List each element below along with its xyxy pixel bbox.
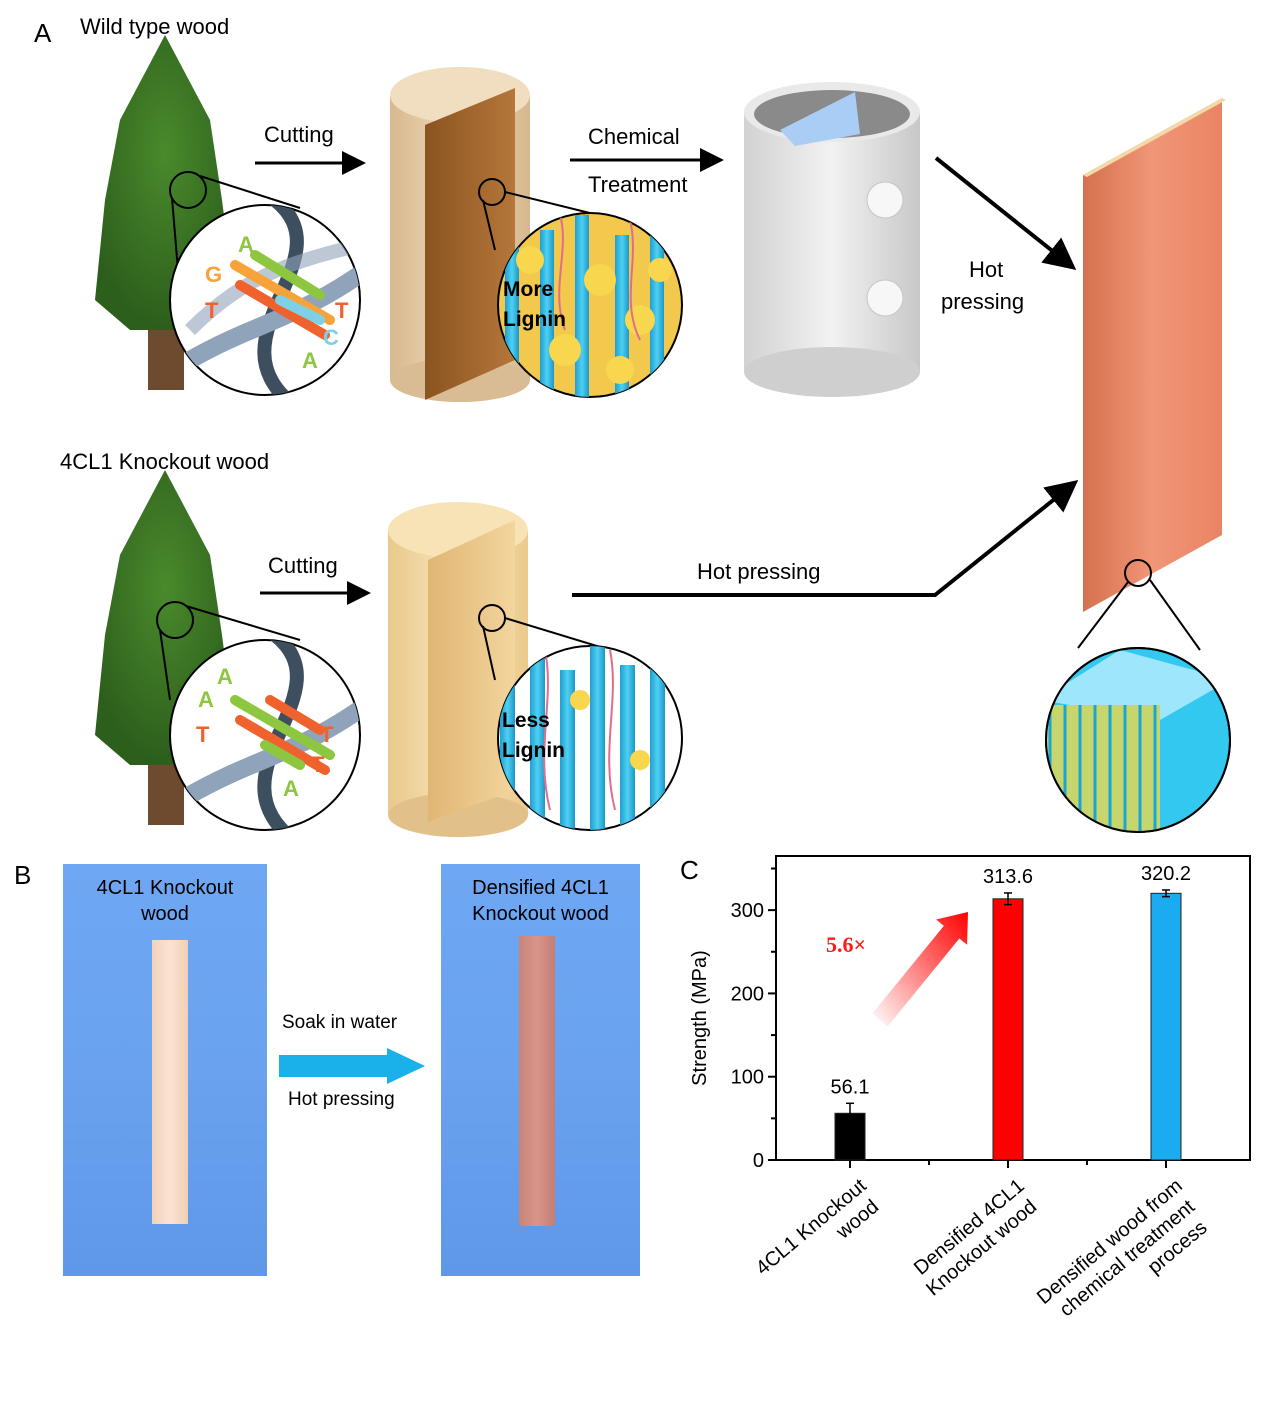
photo-right-caption-1: Densified 4CL1 [472,877,609,899]
dna-letter: T [196,722,210,747]
densified-board-icon [1083,98,1226,612]
hot-pressing-label-b: Hot pressing [288,1089,395,1110]
knockout-title: 4CL1 Knockout wood [60,449,270,474]
wild-type-title: Wild type wood [80,14,230,39]
chemical-label-2: Treatment [588,172,687,197]
dna-letter: T [335,298,349,323]
dna-letter: A [217,664,233,689]
tree-magnifier-bottom [156,601,301,701]
y-axis-label: Strength (MPa) [689,950,711,1086]
hot-pressing-arrow-bottom [572,479,1079,597]
more-lignin-label-2: Lignin [503,308,566,331]
photo-left-caption-1: 4CL1 Knockout [96,877,234,899]
dna-letter: G [205,262,222,287]
cutting-label-bottom: Cutting [268,553,338,578]
wild-log-icon [390,67,530,402]
hot-pressing-top-label-2: pressing [941,289,1024,314]
more-lignin-label-1: More [503,278,553,301]
cutting-label-top: Cutting [264,122,334,147]
data-label: 56.1 [831,1076,870,1098]
less-lignin-label-2: Lignin [502,739,565,762]
panel-b-letter: B [14,860,32,890]
dna-letter: T [205,298,219,323]
soak-arrow-icon [279,1048,425,1084]
bar [1150,892,1182,1161]
panel-a-letter: A [34,18,52,48]
log-magnifier-bottom [478,604,611,681]
bar [992,898,1024,1161]
photo-right-caption-2: Knockout wood [472,903,609,925]
dna-letter: A [198,687,214,712]
hot-pressing-arrow-top [934,156,1077,270]
data-label: 313.6 [983,866,1033,888]
photo-knockout-wood: 4CL1 Knockout wood [63,864,267,1276]
wood-strip-densified [519,936,555,1226]
reactor-vessel-icon [744,82,920,397]
dna-letter: A [238,232,254,257]
hot-pressing-top-label-1: Hot [969,257,1003,282]
fold-increase-annotation: 5.6× [826,932,866,957]
tree-magnifier-top [169,171,301,271]
more-lignin-icon: More Lignin [497,212,683,398]
board-magnifier [1077,559,1201,651]
panel-c-letter: C [680,855,699,885]
dna-letter: T [311,752,325,777]
process-diagram: A G T T C A A A T T T A Cutting Cutting [95,35,1231,837]
chemical-label-1: Chemical [588,124,680,149]
less-lignin-icon: Less Lignin [497,645,683,831]
wood-strip-natural [152,940,188,1224]
less-lignin-label-1: Less [502,709,550,732]
dna-letter: A [302,348,318,373]
y-tick-label: 300 [731,900,764,922]
data-label: 320.2 [1141,863,1191,885]
photo-left-caption-2: wood [141,903,189,925]
y-tick-label: 100 [731,1067,764,1089]
y-tick-label: 0 [753,1150,764,1172]
soak-label: Soak in water [282,1012,398,1033]
dna-letter: T [320,722,334,747]
dna-letter: C [323,325,339,350]
y-tick-label: 200 [731,983,764,1005]
photo-densified-wood: Densified 4CL1 Knockout wood [441,864,640,1276]
increase-arrow-icon [872,912,968,1027]
dna-knockout-icon: A A T T T A [169,639,361,831]
hot-pressing-bottom-label: Hot pressing [697,559,821,584]
dna-letter: A [283,776,299,801]
aligned-fibers-icon [1045,647,1231,833]
